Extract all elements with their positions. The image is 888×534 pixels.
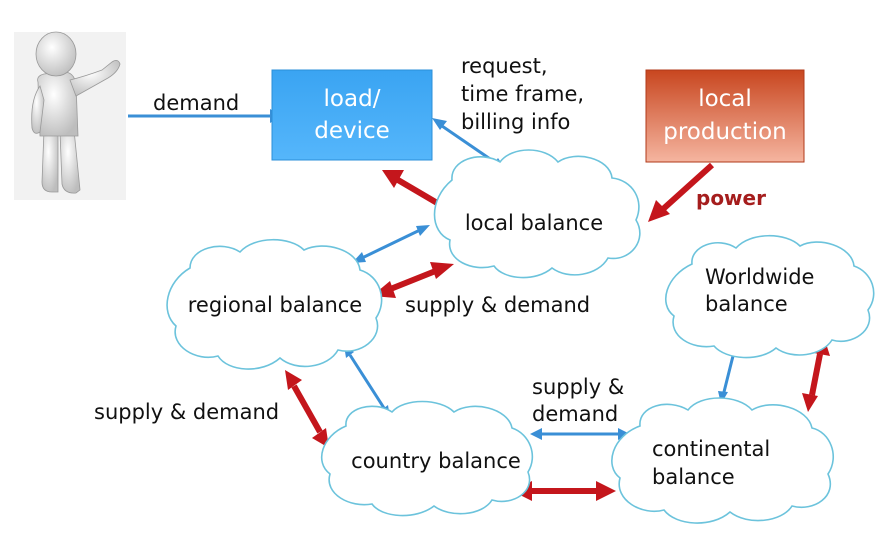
regional-country-red-arrow: [285, 370, 329, 448]
continental-balance-label-2: balance: [652, 465, 735, 489]
cloud-country-balance: [320, 400, 534, 517]
load-box-line-2: device: [314, 118, 390, 144]
continental-balance-label-1: continental: [652, 437, 770, 461]
worldwide-balance-label-1: Worldwide: [705, 265, 814, 289]
country-continental-arrow: [530, 428, 630, 440]
request-label-line-1: request,: [461, 54, 548, 78]
supply-demand-country-label: supply & demand: [94, 400, 279, 424]
cloud-worldwide-balance: [664, 235, 875, 359]
local-to-load-arrow: [382, 170, 446, 210]
regional-balance-label: regional balance: [188, 293, 362, 317]
local-balance-label: local balance: [465, 211, 603, 235]
power-label: power: [696, 186, 766, 210]
cloud-continental-balance: [611, 397, 834, 524]
production-box-line-1: local: [698, 86, 752, 112]
cloud-regional-balance: [166, 239, 383, 370]
supply-demand-continental-label-1: supply &: [532, 375, 624, 399]
supply-demand-continental-label-2: demand: [532, 402, 618, 426]
supply-demand-regional-label: supply & demand: [405, 293, 590, 317]
request-label-line-3: billing info: [461, 110, 570, 134]
load-box-line-1: load/: [324, 86, 381, 112]
load-device-box: load/ device: [271, 69, 433, 161]
demand-label: demand: [153, 91, 239, 115]
local-regional-arrow: [352, 225, 430, 263]
person-presenting-icon: [14, 31, 126, 200]
production-box-line-2: production: [663, 119, 787, 145]
power-arrow: [648, 162, 715, 222]
local-production-box: local production: [645, 69, 805, 163]
request-label-line-2: time frame,: [461, 82, 584, 106]
worldwide-balance-label-2: balance: [705, 292, 788, 316]
country-balance-label: country balance: [351, 449, 521, 473]
cloud-local-balance: [433, 149, 641, 279]
